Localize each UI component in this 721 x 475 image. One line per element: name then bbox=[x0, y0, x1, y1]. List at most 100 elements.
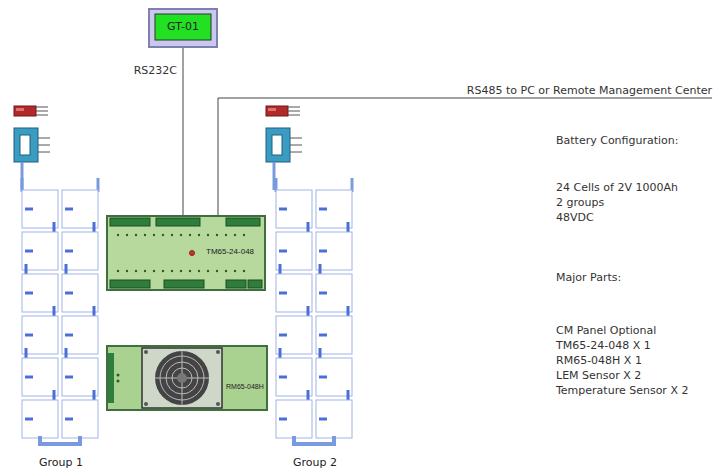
cell-terminal bbox=[25, 376, 33, 379]
cell-terminal bbox=[25, 418, 33, 421]
sensor-leads bbox=[38, 138, 50, 139]
parts-note: TM65-24-048 X 1 bbox=[556, 339, 651, 352]
cell-terminal bbox=[279, 334, 287, 337]
led-dot bbox=[144, 234, 146, 236]
cell-terminal bbox=[65, 250, 73, 253]
battery-cell bbox=[22, 400, 58, 438]
led-dot bbox=[162, 270, 164, 272]
sensor-window bbox=[272, 135, 282, 155]
fan-hub bbox=[177, 373, 187, 383]
display-screen bbox=[155, 14, 211, 40]
status-led bbox=[190, 251, 195, 256]
lem-leads bbox=[36, 107, 48, 115]
lem-sensor bbox=[266, 106, 288, 116]
led-dot bbox=[171, 234, 173, 236]
note-heading: Major Parts: bbox=[556, 271, 621, 284]
terminal-block bbox=[226, 280, 246, 288]
part-label: GT-01 bbox=[167, 20, 199, 33]
spec-note: 2 groups bbox=[556, 196, 604, 209]
lem-highlight bbox=[16, 108, 24, 111]
temperature-sensor bbox=[266, 128, 290, 162]
led-dot bbox=[198, 270, 200, 272]
terminal-block bbox=[110, 280, 150, 288]
group-link bbox=[40, 436, 80, 444]
sensor-set bbox=[14, 106, 50, 190]
lem-leads bbox=[288, 111, 300, 112]
terminal-block bbox=[156, 218, 200, 226]
circuit-board bbox=[107, 216, 265, 290]
spec-note: 48VDC bbox=[556, 211, 594, 224]
sensor-leads bbox=[290, 152, 302, 153]
rectifier-board: RM65-048H bbox=[106, 345, 268, 411]
sensor-window bbox=[20, 135, 30, 155]
led-dot bbox=[117, 234, 119, 236]
cell-terminal bbox=[65, 292, 73, 295]
cell-terminal bbox=[25, 292, 33, 295]
terminal-block bbox=[110, 218, 150, 226]
led-dot bbox=[117, 380, 120, 383]
group-link bbox=[294, 436, 334, 444]
led-dot bbox=[207, 234, 209, 236]
led-dot bbox=[126, 270, 128, 272]
group-label: Group 1 bbox=[39, 456, 83, 469]
rectifier-board-outline bbox=[106, 345, 268, 411]
cell-terminal bbox=[25, 250, 33, 253]
spec-note: 24 Cells of 2V 1000Ah bbox=[556, 181, 678, 194]
led-dot bbox=[216, 270, 218, 272]
display-bezel bbox=[149, 9, 217, 47]
cell-terminal bbox=[319, 208, 327, 211]
led-dot bbox=[243, 234, 245, 236]
cell-terminal bbox=[279, 418, 287, 421]
screw-hole bbox=[144, 350, 148, 354]
led-dot bbox=[225, 270, 227, 272]
cell-terminal bbox=[279, 250, 287, 253]
group-label: Group 2 bbox=[293, 456, 337, 469]
cell-terminal bbox=[319, 376, 327, 379]
sensor-leads bbox=[290, 138, 302, 139]
led-dot bbox=[153, 270, 155, 272]
sensor-leads bbox=[290, 138, 302, 152]
cell-terminal bbox=[65, 208, 73, 211]
sensor-leads bbox=[38, 138, 50, 152]
lem-leads bbox=[36, 111, 48, 112]
lem-leads bbox=[36, 107, 48, 108]
sensor-leads bbox=[290, 145, 302, 146]
part-label: TM65-24-048 bbox=[206, 247, 254, 257]
lem-highlight bbox=[268, 108, 276, 111]
lem-leads bbox=[288, 107, 300, 108]
screw-hole bbox=[216, 402, 220, 406]
led-dot bbox=[243, 270, 245, 272]
parts-note: CM Panel Optional bbox=[556, 324, 656, 337]
led-dot bbox=[117, 270, 119, 272]
cell-terminal bbox=[319, 418, 327, 421]
cell-terminal bbox=[25, 334, 33, 337]
cell-terminal bbox=[65, 418, 73, 421]
battery-cell bbox=[62, 400, 98, 438]
battery-group-outline bbox=[272, 178, 358, 470]
led-dot bbox=[117, 374, 120, 377]
battery-cell bbox=[276, 400, 312, 438]
lem-leads bbox=[288, 107, 300, 115]
parts-note: RM65-048H X 1 bbox=[556, 354, 642, 367]
battery-group: Group 2 bbox=[272, 178, 358, 470]
led-dot bbox=[198, 234, 200, 236]
lem-sensor bbox=[14, 106, 36, 116]
parts-note: LEM Sensor X 2 bbox=[556, 369, 641, 382]
led-dot bbox=[234, 270, 236, 272]
led-dot bbox=[216, 234, 218, 236]
led-dot bbox=[189, 270, 191, 272]
fan-opening bbox=[155, 351, 209, 405]
battery-group-outline bbox=[18, 178, 104, 470]
terminal-block bbox=[248, 280, 262, 288]
led-dot bbox=[135, 270, 137, 272]
cell-terminal bbox=[279, 208, 287, 211]
cell-terminal bbox=[279, 376, 287, 379]
interface-label: RS485 to PC or Remote Management Center bbox=[467, 84, 712, 97]
display-panel: GT-01 bbox=[148, 8, 218, 48]
sensor-leads bbox=[38, 152, 50, 153]
parts-note: Temperature Sensor X 2 bbox=[556, 384, 688, 397]
led-dot bbox=[135, 234, 137, 236]
sensor-leads bbox=[38, 145, 50, 146]
